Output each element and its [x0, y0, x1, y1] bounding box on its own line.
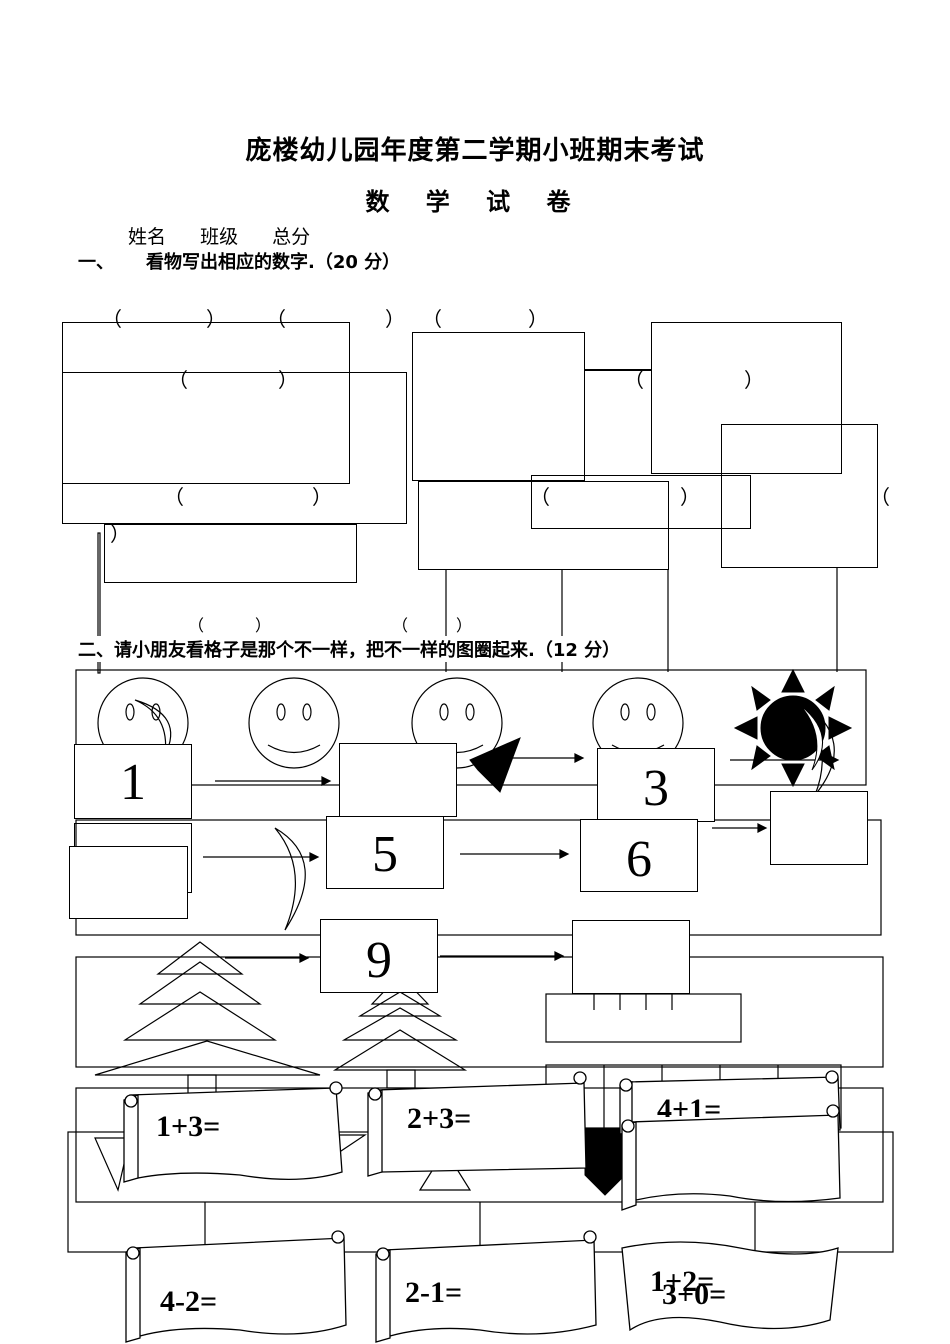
sequence-box: 6 [580, 819, 698, 892]
answer-paren-close: ） [680, 485, 700, 509]
answer-paren-close: ） [255, 616, 272, 635]
exercise-text: 2-1= [405, 1276, 463, 1309]
answer-paren-open[interactable]: （ [188, 616, 205, 635]
exercise-text: 1+3= [156, 1110, 221, 1143]
exercise-text: 4-2= [160, 1285, 218, 1318]
answer-paren-open[interactable]: （ [102, 307, 122, 331]
answer-paren-close: ） [744, 368, 764, 392]
page-title: 庞楼幼儿园年度第二学期小班期末考试 [245, 136, 705, 166]
picture-box-5 [418, 481, 669, 570]
student-info: 姓名 班级 总分 [128, 222, 338, 249]
answer-paren-close: ） [278, 368, 298, 392]
section1-instruction: 看物写出相应的数字.（20 分） [146, 252, 401, 273]
picture-box-7 [651, 322, 842, 474]
answer-paren-close: ） [456, 616, 473, 635]
answer-paren-close: ） [206, 307, 226, 331]
sequence-blank-box[interactable] [339, 743, 457, 817]
answer-paren-open[interactable]: （ [624, 368, 644, 392]
sequence-box: 5 [326, 816, 444, 889]
sequence-box: 3 [597, 748, 715, 822]
answer-paren-close: ） [385, 307, 405, 331]
page-subtitle: 数 学 试 卷 [365, 188, 585, 216]
class-field: 班级 [200, 226, 239, 248]
answer-paren-open[interactable]: （ [164, 485, 184, 509]
sequence-blank-box[interactable] [572, 920, 690, 994]
sequence-blank-box[interactable] [770, 791, 868, 865]
section1-number: 一、 [78, 252, 114, 273]
picture-box-6 [531, 475, 751, 529]
score-field: 总分 [272, 226, 311, 248]
answer-paren-close: ） [110, 522, 130, 546]
picture-box-1 [62, 322, 350, 484]
answer-paren-open[interactable]: （ [392, 616, 409, 635]
answer-paren-close: ） [528, 307, 548, 331]
sequence-box: 9 [320, 919, 438, 993]
answer-paren-open[interactable]: （ [266, 307, 286, 331]
exercise-text: 3+0= [662, 1278, 727, 1311]
answer-paren-open[interactable]: （ [870, 485, 890, 509]
sequence-box: 1 [74, 744, 192, 819]
section2-instruction: 二、请小朋友看格子是那个不一样，把不一样的图圈起来.（12 分） [78, 636, 625, 662]
answer-paren-open[interactable]: （ [168, 368, 188, 392]
name-field: 姓名 [128, 226, 167, 248]
picture-box-8 [721, 424, 878, 568]
exercise-text: 2+3= [407, 1102, 472, 1135]
picture-box-3 [104, 524, 357, 583]
sequence-blank-box[interactable] [69, 846, 188, 919]
exercise-text: 4+1= [657, 1093, 722, 1117]
picture-box-4 [412, 332, 585, 481]
answer-paren-open[interactable]: （ [530, 485, 550, 509]
picture-box-2 [62, 372, 407, 524]
exercise-text: 1+2= [650, 1265, 715, 1298]
answer-paren-close: ） [312, 485, 332, 509]
answer-paren-open[interactable]: （ [422, 307, 442, 331]
